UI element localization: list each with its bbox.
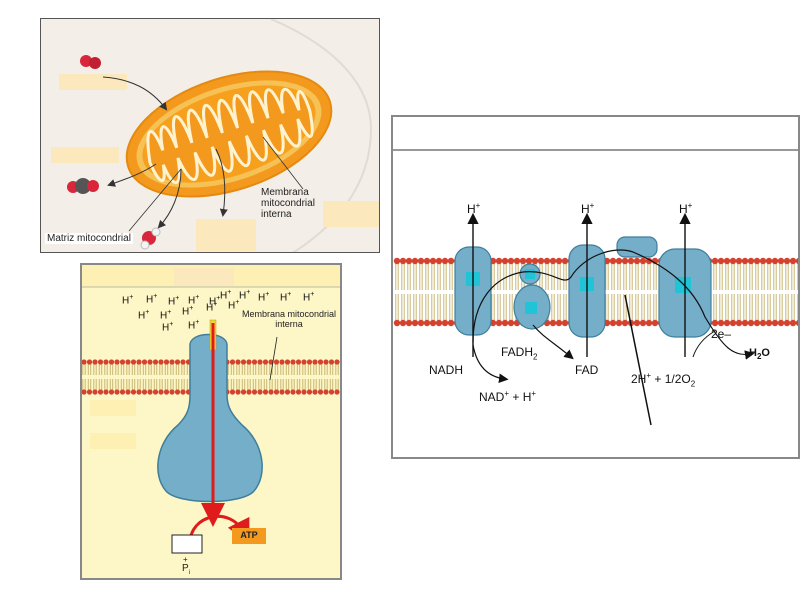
phosphate-label: Pi [182,563,191,576]
mitochondrion-panel: Matriz mitocondrial Membrana mitocondria… [40,18,380,253]
proton-label: H+ [303,291,315,304]
proton-label: H+ [168,295,180,308]
blank-label-box-top [174,268,234,286]
blank-label-box-1 [59,74,127,90]
atp-box [232,528,266,544]
water-label: H2O [749,347,770,362]
inner-membrane-label: Membrana mitocondrial interna [241,309,337,329]
atp-synthase-illustration [82,265,340,554]
atp-label: ATP [240,530,258,540]
atp-synthase-panel: H+H+H+H+H+H+H+H+H+H+H+H+H+H+H+H+H+ Membr… [80,263,342,580]
blank-label-box-left [90,400,136,416]
electron-transport-panel: H+H+H+ NADH NAD+ + H+ FADH2 FAD 2e– H2O … [391,115,800,459]
nadh-label: NADH [429,363,464,377]
proton-label: H+ [467,201,481,216]
cytochrome-c-icon [616,236,658,258]
proton-label: H+ [228,299,240,312]
fad-label: FAD [575,363,599,377]
pi-plus: + [183,555,188,564]
proton-label: H+ [160,309,172,322]
proton-label: H+ [162,321,174,334]
proton-label: H+ [280,291,292,304]
proton-label: H+ [188,294,200,307]
fadh2-label: FADH2 [501,345,538,362]
proton-label: H+ [182,305,194,318]
mitochondrion-icon [125,70,333,198]
adp-blank-box [171,534,203,554]
proton-label: H+ [122,294,134,307]
mitochondrion-illustration [41,19,379,252]
matrix-label: Matriz mitocondrial [45,233,133,244]
proton-label: H+ [258,291,270,304]
proton-label: H+ [206,301,218,314]
water-molecule-icon [140,227,161,250]
oxygen-molecule-icon [80,55,101,69]
proton-label: H+ [220,289,232,302]
oxygen-label: 2H+ + 1/2O2 [631,371,696,389]
proton-label: H+ [209,295,221,308]
proton-label: H+ [146,293,158,306]
atp-synthase-icon [157,333,263,503]
electrons-label: 2e– [711,327,732,341]
blank-label-box-2 [51,147,119,163]
blank-label-box-3 [196,219,256,251]
proton-label: H+ [138,309,150,322]
proton-label: H+ [239,289,251,302]
inner-membrane-label: Membrana mitocondrial interna [261,187,315,220]
proton-label: H+ [581,201,595,216]
nad-plus-label: NAD+ + H+ [479,389,537,404]
carbon-dioxide-icon [67,178,99,194]
proton-label: H+ [679,201,693,216]
proton-label: H+ [188,319,200,332]
blank-label-box-4 [323,201,379,227]
blank-label-box-left-2 [90,433,136,449]
electron-transport-illustration [393,117,798,426]
